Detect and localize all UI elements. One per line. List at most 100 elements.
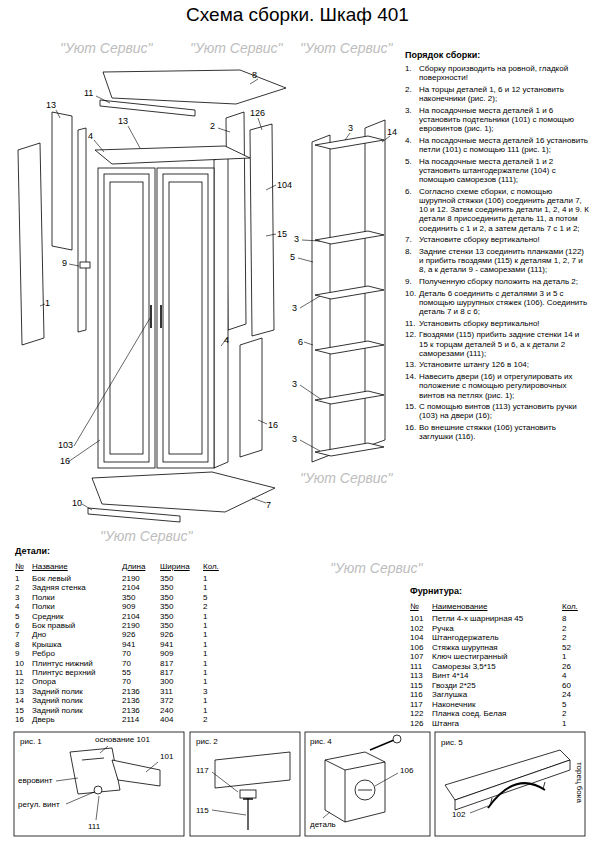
- step-row: 13.Установите штангу 126 в 104;: [405, 360, 590, 369]
- table-cell: 5: [562, 700, 566, 709]
- step-number: 2.: [405, 85, 419, 103]
- part-name: Плинтус нижний: [32, 659, 93, 668]
- table-cell: 24: [562, 690, 571, 699]
- step-text: На посадочные места деталей 1 и 2 устано…: [419, 157, 590, 185]
- table-cell: 106: [410, 643, 423, 652]
- table-cell: 8: [562, 614, 566, 623]
- part-name: Крышка: [32, 640, 61, 649]
- callout-number: 7: [266, 500, 271, 510]
- hardware-name: Ключ шестигранный: [432, 652, 507, 661]
- part-name: Дно: [32, 630, 46, 639]
- callout-number: 10: [72, 498, 82, 508]
- table-cell: 1: [203, 649, 207, 658]
- step-row: 11.Установить сборку вертикально!: [405, 319, 590, 328]
- callout-number: 117: [196, 766, 209, 775]
- table-header: Ширина: [160, 562, 190, 571]
- callout-number: 4: [224, 335, 229, 345]
- watermark: "Уют Сервис": [300, 40, 393, 56]
- callout-number: 111: [88, 822, 100, 831]
- table-cell: 2190: [122, 574, 140, 583]
- table-cell: 101: [410, 614, 423, 623]
- hardware-name: Саморезы 3,5*15: [432, 662, 496, 671]
- step-number: 16.: [405, 423, 419, 441]
- callout-number: 16: [60, 456, 70, 466]
- table-cell: 117: [410, 700, 423, 709]
- table-cell: 817: [160, 668, 173, 677]
- hardware-name: Штангодержатель: [432, 633, 499, 642]
- callout-number: 9: [62, 258, 67, 268]
- step-text: Установите сборку вертикально!: [419, 235, 590, 244]
- table-cell: 2: [203, 715, 207, 724]
- callout-number: 3: [292, 434, 297, 444]
- step-text: Установить сборку вертикально!: [419, 319, 590, 328]
- part-name: Задняя стенка: [32, 583, 86, 592]
- callout-number: 115: [196, 806, 209, 815]
- step-text: Навесить двери (16) и отрегулировать их …: [419, 372, 590, 400]
- part-name: Задний полик: [32, 696, 83, 705]
- table-cell: 16: [15, 715, 24, 724]
- step-text: Задние стенки 13 соединить планками (122…: [419, 247, 590, 275]
- table-cell: 350: [160, 574, 173, 583]
- callout-number: 106: [400, 766, 413, 775]
- table-cell: 311: [160, 687, 173, 696]
- step-row: 7.Установите сборку вертикально!: [405, 235, 590, 244]
- step-text: На посадочные места деталей 1 и 6 устано…: [419, 106, 590, 134]
- step-text: Согласно схеме сборки, с помощью шурупно…: [419, 187, 590, 233]
- table-cell: 12: [15, 677, 24, 686]
- step-number: 9.: [405, 277, 419, 286]
- part-name: Задний полик: [32, 706, 83, 715]
- hardware-name: Штанга: [432, 719, 459, 728]
- table-cell: 2136: [122, 706, 140, 715]
- table-cell: 26: [562, 662, 571, 671]
- table-cell: 2: [15, 583, 19, 592]
- table-cell: 55: [122, 668, 131, 677]
- callout-number: 3: [292, 379, 297, 389]
- step-number: 8.: [405, 247, 419, 275]
- table-cell: 3: [203, 687, 207, 696]
- table-cell: 240: [160, 706, 173, 715]
- part-name: Полки: [32, 593, 55, 602]
- table-cell: 5: [15, 612, 19, 621]
- callout-number: 14: [387, 127, 397, 137]
- step-text: На торцы деталей 1, 6 и 12 установить на…: [419, 85, 590, 103]
- step-text: Во внешние стяжки (106) установить заглу…: [419, 423, 590, 441]
- step-number: 14.: [405, 372, 419, 400]
- table-cell: 300: [160, 677, 173, 686]
- step-row: 2.На торцы деталей 1, 6 и 12 установить …: [405, 85, 590, 103]
- step-row: 4.На посадочные места деталей 16 установ…: [405, 136, 590, 154]
- table-cell: 941: [160, 640, 173, 649]
- callout-number: 11: [84, 88, 93, 98]
- table-cell: 909: [122, 602, 135, 611]
- table-cell: 5: [203, 593, 207, 602]
- step-text: Сборку производить на ровной, гладкой по…: [419, 64, 590, 82]
- table-cell: 2190: [122, 621, 140, 630]
- table-cell: 1: [203, 612, 207, 621]
- table-cell: 350: [160, 593, 173, 602]
- step-number: 13.: [405, 360, 419, 369]
- table-cell: 70: [122, 659, 131, 668]
- step-row: 16.Во внешние стяжки (106) установить за…: [405, 423, 590, 441]
- table-cell: 1: [203, 677, 207, 686]
- callout-number: 103: [58, 440, 73, 450]
- table-cell: 1: [203, 706, 207, 715]
- table-cell: 1: [203, 630, 207, 639]
- table-cell: 3: [15, 593, 19, 602]
- callout-number: 3: [348, 123, 353, 133]
- table-cell: 404: [160, 715, 173, 724]
- table-header: №: [410, 602, 419, 611]
- step-number: 10.: [405, 289, 419, 317]
- part-name: Полки: [32, 602, 55, 611]
- table-cell: 126: [410, 719, 423, 728]
- table-cell: 1: [203, 659, 207, 668]
- callout-number: 13: [46, 100, 56, 110]
- figure-label: рис. 2: [196, 737, 218, 746]
- table-header: Кол.: [203, 562, 219, 571]
- part-label: деталь: [310, 820, 336, 829]
- table-cell: 2136: [122, 696, 140, 705]
- step-number: 7.: [405, 235, 419, 244]
- table-header: Название: [32, 562, 68, 571]
- callout-number: 4: [88, 131, 93, 141]
- step-text: Деталь 6 соединить с деталями 3 и 5 с по…: [419, 289, 590, 317]
- table-cell: 2104: [122, 612, 140, 621]
